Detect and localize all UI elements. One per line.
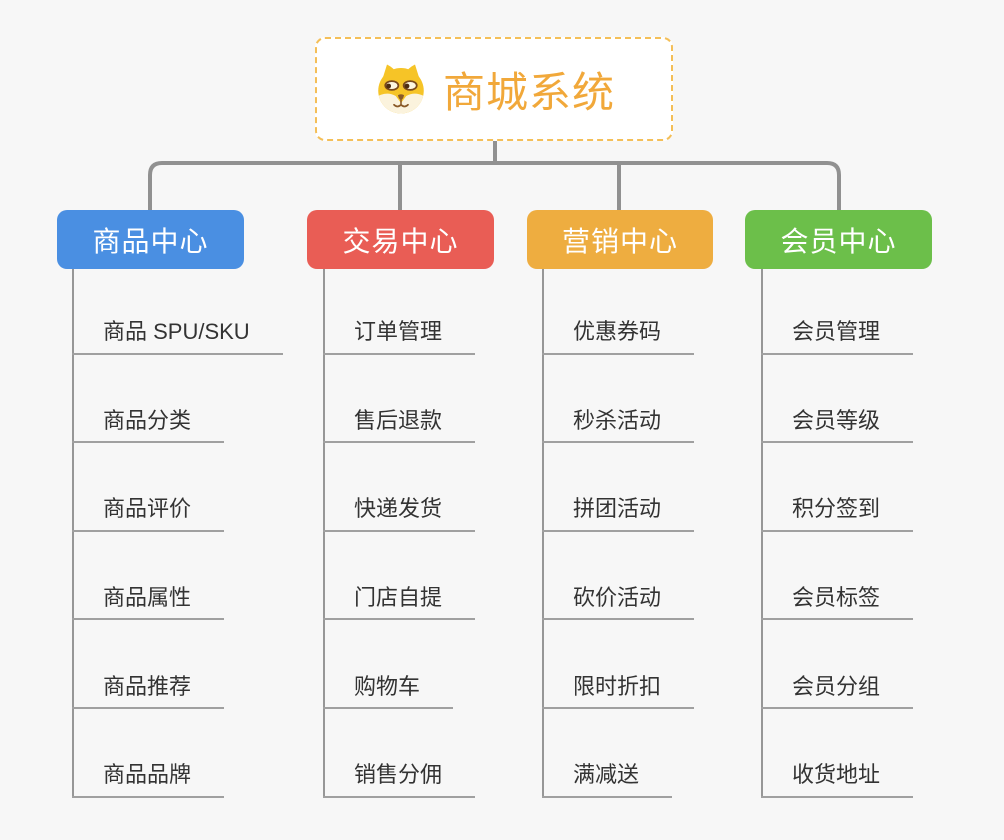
leaf-label: 收货地址 xyxy=(761,762,914,798)
leaf-node[interactable]: 门店自提 xyxy=(323,532,476,621)
leaf-node[interactable]: 积分签到 xyxy=(761,443,914,532)
trunk-line-marketing xyxy=(542,269,544,798)
leaf-node[interactable]: 会员等级 xyxy=(761,355,914,444)
leaf-node[interactable]: 商品分类 xyxy=(72,355,283,444)
leaf-node[interactable]: 商品推荐 xyxy=(72,620,283,709)
leaf-label: 商品分类 xyxy=(72,408,225,444)
leaf-node[interactable]: 收货地址 xyxy=(761,709,914,798)
leaf-label: 订单管理 xyxy=(323,319,476,355)
branch-label: 营销中心 xyxy=(561,225,678,257)
leaf-column-marketing: 优惠券码 秒杀活动 拼团活动 砍价活动 限时折扣 满减送 xyxy=(542,266,695,798)
leaf-node[interactable]: 商品 SPU/SKU xyxy=(72,266,283,355)
leaf-label: 优惠券码 xyxy=(542,319,695,355)
leaf-label: 商品品牌 xyxy=(72,762,225,798)
trunk-line-member xyxy=(761,269,763,798)
leaf-label: 售后退款 xyxy=(323,408,476,444)
branch-node-trade-center[interactable]: 交易中心 xyxy=(307,210,494,269)
leaf-label: 会员管理 xyxy=(761,319,914,355)
branch-label: 商品中心 xyxy=(92,225,209,257)
leaf-label: 砍价活动 xyxy=(542,585,695,621)
leaf-node[interactable]: 满减送 xyxy=(542,709,694,798)
dog-face-icon xyxy=(378,64,424,114)
leaf-node[interactable]: 订单管理 xyxy=(323,266,476,355)
branch-node-product-center[interactable]: 商品中心 xyxy=(57,210,244,269)
leaf-node[interactable]: 会员管理 xyxy=(761,266,914,355)
leaf-node[interactable]: 优惠券码 xyxy=(542,266,695,355)
leaf-column-product: 商品 SPU/SKU 商品分类 商品评价 商品属性 商品推荐 商品品牌 xyxy=(72,266,283,798)
leaf-node[interactable]: 限时折扣 xyxy=(542,620,695,709)
trunk-line-product xyxy=(72,269,74,798)
leaf-label: 拼团活动 xyxy=(542,496,695,532)
leaf-node[interactable]: 购物车 xyxy=(323,620,475,709)
leaf-label: 会员等级 xyxy=(761,408,914,444)
branch-label: 交易中心 xyxy=(342,225,459,257)
leaf-label: 积分签到 xyxy=(761,496,914,532)
leaf-label: 购物车 xyxy=(323,674,454,709)
leaf-label: 秒杀活动 xyxy=(542,408,695,444)
leaf-label: 商品 SPU/SKU xyxy=(72,319,283,355)
leaf-node[interactable]: 商品属性 xyxy=(72,532,283,621)
root-node[interactable]: 商城系统 xyxy=(315,37,673,141)
branch-label: 会员中心 xyxy=(780,225,897,257)
root-title: 商城系统 xyxy=(442,68,615,116)
leaf-label: 商品属性 xyxy=(72,585,225,621)
branch-node-marketing-center[interactable]: 营销中心 xyxy=(527,210,713,269)
leaf-node[interactable]: 售后退款 xyxy=(323,355,476,444)
leaf-label: 商品推荐 xyxy=(72,674,225,709)
leaf-label: 限时折扣 xyxy=(542,674,695,709)
leaf-label: 销售分佣 xyxy=(323,762,476,798)
branch-node-member-center[interactable]: 会员中心 xyxy=(745,210,932,269)
leaf-label: 门店自提 xyxy=(323,585,476,621)
leaf-node[interactable]: 秒杀活动 xyxy=(542,355,695,444)
leaf-node[interactable]: 拼团活动 xyxy=(542,443,695,532)
leaf-node[interactable]: 砍价活动 xyxy=(542,532,695,621)
leaf-label: 快递发货 xyxy=(323,496,476,532)
leaf-node[interactable]: 会员标签 xyxy=(761,532,914,621)
leaf-label: 会员分组 xyxy=(761,674,914,709)
leaf-label: 满减送 xyxy=(542,762,673,798)
leaf-node[interactable]: 快递发货 xyxy=(323,443,476,532)
leaf-node[interactable]: 商品评价 xyxy=(72,443,283,532)
trunk-line-trade xyxy=(323,269,325,798)
leaf-node[interactable]: 商品品牌 xyxy=(72,709,283,798)
leaf-label: 会员标签 xyxy=(761,585,914,621)
leaf-node[interactable]: 会员分组 xyxy=(761,620,914,709)
leaf-node[interactable]: 销售分佣 xyxy=(323,709,476,798)
leaf-label: 商品评价 xyxy=(72,496,225,532)
leaf-column-member: 会员管理 会员等级 积分签到 会员标签 会员分组 收货地址 xyxy=(761,266,914,798)
leaf-column-trade: 订单管理 售后退款 快递发货 门店自提 购物车 销售分佣 xyxy=(323,266,476,798)
